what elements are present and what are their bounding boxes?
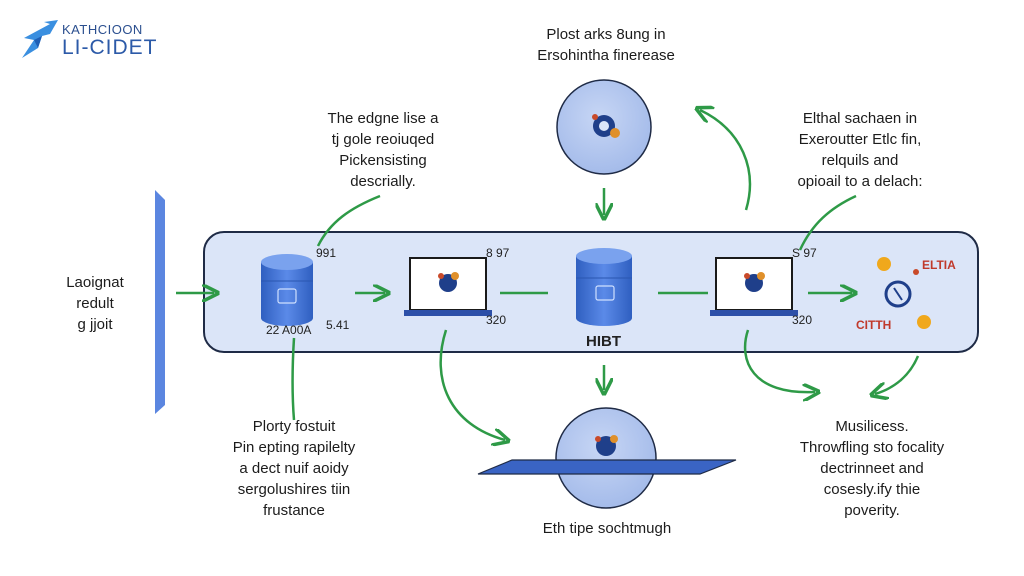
brand-small-text: KATHCIOON xyxy=(62,22,143,37)
curve-crypto-to-note xyxy=(875,355,920,394)
note-line: Elthal sachaen in xyxy=(802,110,918,127)
crypto-exchange-icon xyxy=(877,257,931,329)
gear-icon xyxy=(592,114,620,138)
left-input-line: Laoignat xyxy=(66,274,124,291)
note-line: Plorty fostuit xyxy=(252,418,336,435)
bottom-platform-node xyxy=(477,407,737,509)
curve-note-topright xyxy=(798,194,857,251)
note-line: Pin epting rapilelty xyxy=(232,439,356,456)
laptop1-side-label: 320 xyxy=(486,313,507,327)
note-top-right: Elthal sachaen in Exeroutter Etlc fin, r… xyxy=(766,108,954,192)
left-input-line: g jjoit xyxy=(77,316,113,333)
coin-icon xyxy=(917,315,931,329)
note-bottom-left: Plorty fostuit Pin epting rapilelty a de… xyxy=(206,416,382,521)
coin-icon xyxy=(877,257,891,271)
left-input-label: Laoignat redult g jjoit xyxy=(40,272,150,335)
laptop1-top-label: 8 97 xyxy=(486,246,510,260)
note-line: sergolushires tiin xyxy=(237,481,351,498)
top-title-line: Ersohintha finerease xyxy=(537,47,675,64)
note-line: Throwfling sto focality xyxy=(799,439,945,456)
crypto-bottom-label: CITTH xyxy=(856,318,892,332)
note-line: descrially. xyxy=(350,173,416,190)
curve-to-top-circle xyxy=(700,110,752,211)
curve-laptop2-to-note xyxy=(743,329,815,392)
note-line: tj gole reoiuqed xyxy=(331,131,435,148)
curve-db-to-note-bottomleft xyxy=(291,337,296,421)
laptop2-side-label: 320 xyxy=(792,313,813,327)
note-line: a dect nuif aoidy xyxy=(239,460,349,477)
left-input-line: redult xyxy=(76,295,114,312)
laptop2-top-label: S 97 xyxy=(792,246,817,260)
brand-big-text: LI-CIDET xyxy=(62,36,158,59)
db1-bottom-label: 22 A00A xyxy=(266,323,312,337)
top-gear-node xyxy=(556,79,652,175)
top-title: Plost arks 8ung in Ersohintha finerease xyxy=(500,24,712,66)
database-icon-1 xyxy=(261,254,313,326)
central-database-icon xyxy=(576,248,632,326)
bird-logo-icon xyxy=(22,20,58,58)
left-input-bar xyxy=(155,190,165,414)
note-line: Exeroutter Etlc fin, xyxy=(798,131,922,148)
note-line: poverity. xyxy=(844,502,900,519)
top-title-line: Plost arks 8ung in xyxy=(546,26,666,43)
laptop-icon-1 xyxy=(404,257,492,316)
note-line: Musilicess. xyxy=(835,418,909,435)
hub-label: HIBT xyxy=(586,333,621,350)
note-line: opioail to a delach: xyxy=(797,173,923,190)
note-line: relquils and xyxy=(821,152,899,169)
note-bottom-right: Musilicess. Throwfling sto focality dect… xyxy=(774,416,970,521)
db1-top-label: 991 xyxy=(316,246,337,260)
note-line: dectrinneet and xyxy=(820,460,924,477)
note-top-left: The edgne lise a tj gole reoiuqed Picken… xyxy=(300,108,466,192)
note-line: frustance xyxy=(263,502,325,519)
curve-note-topleft xyxy=(316,194,381,247)
note-line: The edgne lise a xyxy=(327,110,439,127)
laptop-icon-2 xyxy=(710,257,798,316)
crypto-top-label: ELTIA xyxy=(922,258,956,272)
db1-side-label: 5.41 xyxy=(326,318,350,332)
curve-laptop1-to-bottom-node xyxy=(439,329,505,440)
note-line: cosesly.ify thie xyxy=(823,481,921,498)
bottom-caption: Eth tipe sochtmugh xyxy=(542,520,672,537)
brand-logo: KATHCIOON LI-CIDET xyxy=(20,18,170,64)
note-line: Pickensisting xyxy=(339,152,427,169)
